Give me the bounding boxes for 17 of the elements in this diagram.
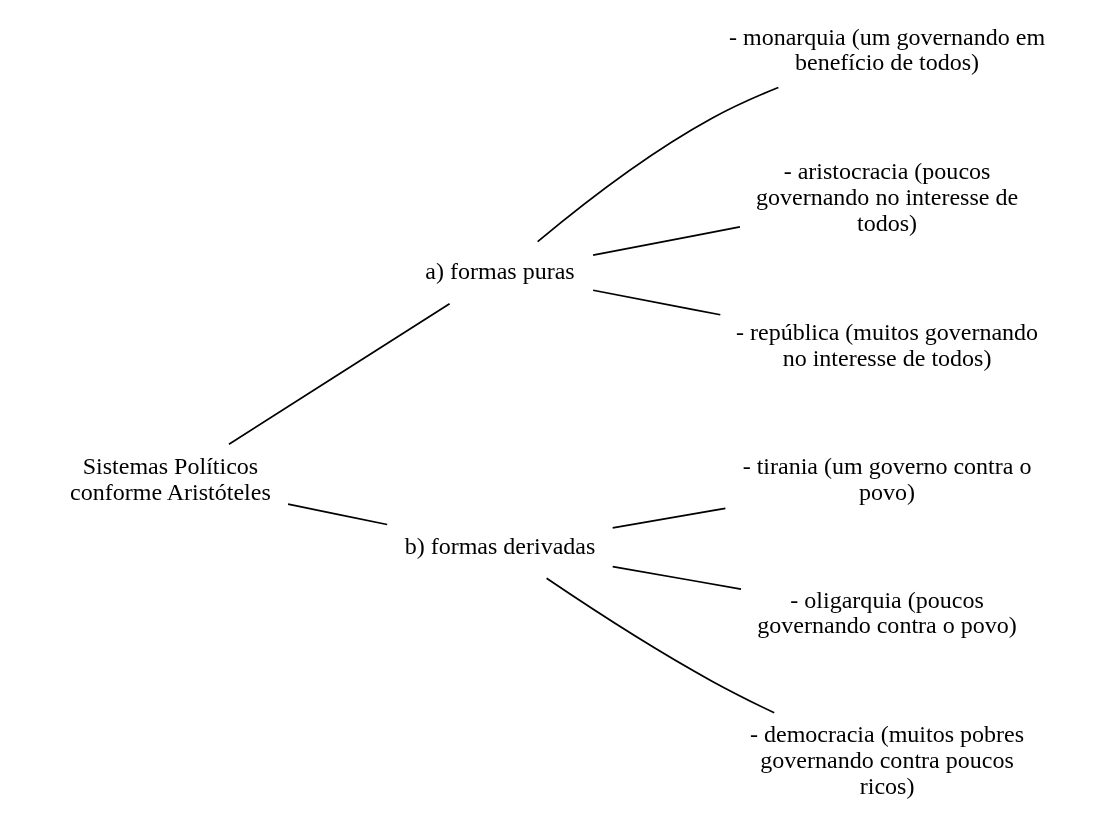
node-text: Sistemas Políticos conforme Aristóteles xyxy=(69,452,271,505)
connector xyxy=(611,507,726,529)
connector xyxy=(591,289,721,316)
node-text: a) formas puras xyxy=(424,258,575,285)
connector xyxy=(286,503,388,526)
connector xyxy=(536,86,779,243)
connector xyxy=(227,302,450,446)
node-text: b) formas derivadas xyxy=(404,532,595,559)
connector xyxy=(611,565,742,590)
node-text: - aristocracia (poucos governando no interesse de todos) xyxy=(755,158,1018,236)
node-text: - oligarquia (poucos governando contra o povo) xyxy=(756,586,1017,639)
node-text: - democracia (muitos pobres governando contra poucos ricos) xyxy=(749,721,1024,799)
node-text: - monarquia (um governando em benefício de todos) xyxy=(728,23,1045,76)
connector xyxy=(545,577,775,714)
node-text: - república (muitos governando no interesse de todos) xyxy=(735,318,1038,371)
node-text: - tirania (um governo contra o povo) xyxy=(742,452,1031,505)
connector xyxy=(591,226,741,256)
